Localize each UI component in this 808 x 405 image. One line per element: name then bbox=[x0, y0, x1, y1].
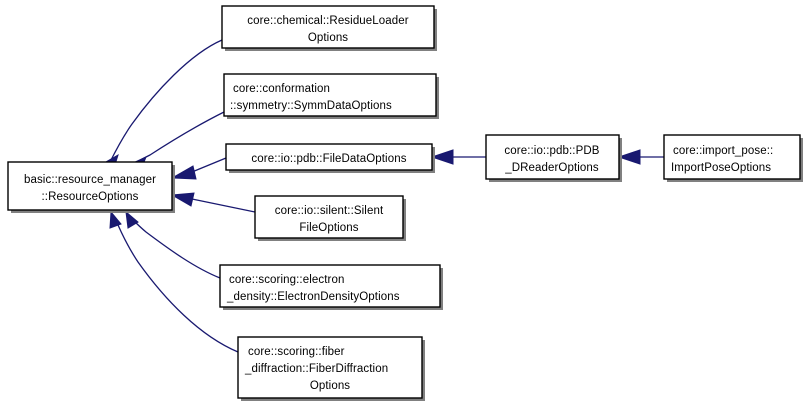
node-file-data-options-line-1: core::io::pdb::FileDataOptions bbox=[251, 153, 406, 165]
edge-import-pose-arrowhead bbox=[617, 149, 641, 165]
node-residue-loader-options-line-1: core::chemical::ResidueLoader bbox=[247, 15, 408, 27]
edge-fiber-diffraction-line bbox=[114, 217, 239, 353]
node-fiber-diffraction-options-line-1: core::scoring::fiber bbox=[248, 346, 345, 358]
node-symm-data-options[interactable]: core::conformation ::symmetry::SymmDataO… bbox=[223, 73, 439, 119]
edge-pdb-reader-arrowhead bbox=[430, 149, 454, 165]
node-silent-file-options-box[interactable] bbox=[254, 195, 404, 239]
node-import-pose-options[interactable]: core::import_pose:: ImportPoseOptions bbox=[663, 134, 803, 182]
edge-electron-density-arrowhead bbox=[125, 210, 139, 229]
node-resource-options-line-2: ::ResourceOptions bbox=[42, 191, 139, 203]
node-pdb-reader-options-line-1: core::io::pdb::PDB bbox=[504, 145, 599, 157]
node-symm-data-options-line-1: core::conformation bbox=[233, 83, 330, 95]
node-fiber-diffraction-options-line-2: _diffraction::FiberDiffraction bbox=[244, 363, 388, 375]
node-file-data-options[interactable]: core::io::pdb::FileDataOptions bbox=[225, 143, 435, 173]
edge-silent-file-arrowhead bbox=[170, 192, 195, 207]
edge-silent-file-line bbox=[191, 198, 256, 213]
edge-symm-data-line bbox=[136, 111, 225, 163]
node-import-pose-options-box[interactable] bbox=[663, 134, 801, 180]
edge-fiber-diffraction-arrowhead bbox=[109, 210, 122, 229]
nodes-layer: basic::resource_manager ::ResourceOption… bbox=[7, 5, 803, 401]
node-pdb-reader-options-line-2: _DReaderOptions bbox=[504, 162, 599, 174]
node-import-pose-options-line-2: ImportPoseOptions bbox=[671, 162, 771, 174]
node-resource-options[interactable]: basic::resource_manager ::ResourceOption… bbox=[7, 161, 175, 213]
node-silent-file-options-line-2: FileOptions bbox=[299, 222, 358, 234]
edge-silent-file bbox=[170, 192, 256, 213]
node-residue-loader-options-box[interactable] bbox=[221, 5, 435, 49]
node-symm-data-options-line-2: ::symmetry::SymmDataOptions bbox=[230, 100, 392, 112]
edge-residue-loader-line bbox=[109, 39, 223, 163]
node-electron-density-options[interactable]: core::scoring::electron _density::Electr… bbox=[219, 264, 443, 310]
node-residue-loader-options-line-2: Options bbox=[308, 32, 348, 44]
node-pdb-reader-options[interactable]: core::io::pdb::PDB _DReaderOptions bbox=[485, 134, 622, 182]
node-file-data-options-box[interactable] bbox=[225, 143, 433, 171]
node-electron-density-options-line-1: core::scoring::electron bbox=[229, 274, 344, 286]
edge-electron-density-line bbox=[130, 217, 221, 279]
edge-import-pose bbox=[617, 149, 664, 165]
edge-file-data bbox=[170, 157, 227, 180]
edge-pdb-reader bbox=[430, 149, 486, 165]
node-resource-options-box[interactable] bbox=[7, 161, 173, 211]
edge-fiber-diffraction bbox=[109, 210, 239, 353]
edge-file-data-line bbox=[191, 157, 227, 173]
node-fiber-diffraction-options-box[interactable] bbox=[237, 336, 423, 399]
node-electron-density-options-box[interactable] bbox=[219, 264, 441, 308]
node-fiber-diffraction-options[interactable]: core::scoring::fiber _diffraction::Fiber… bbox=[237, 336, 425, 401]
edge-residue-loader bbox=[102, 39, 223, 169]
node-silent-file-options[interactable]: core::io::silent::Silent FileOptions bbox=[254, 195, 406, 241]
node-resource-options-line-1: basic::resource_manager bbox=[24, 174, 156, 186]
node-electron-density-options-line-2: _density::ElectronDensityOptions bbox=[226, 291, 400, 303]
node-fiber-diffraction-options-line-3: Options bbox=[310, 380, 350, 392]
node-pdb-reader-options-box[interactable] bbox=[485, 134, 620, 180]
node-import-pose-options-line-1: core::import_pose:: bbox=[673, 145, 773, 157]
edge-electron-density bbox=[125, 210, 221, 279]
edge-file-data-arrowhead bbox=[170, 165, 197, 180]
node-residue-loader-options[interactable]: core::chemical::ResidueLoader Options bbox=[221, 5, 437, 51]
node-silent-file-options-line-1: core::io::silent::Silent bbox=[275, 205, 384, 217]
node-symm-data-options-box[interactable] bbox=[223, 73, 437, 117]
